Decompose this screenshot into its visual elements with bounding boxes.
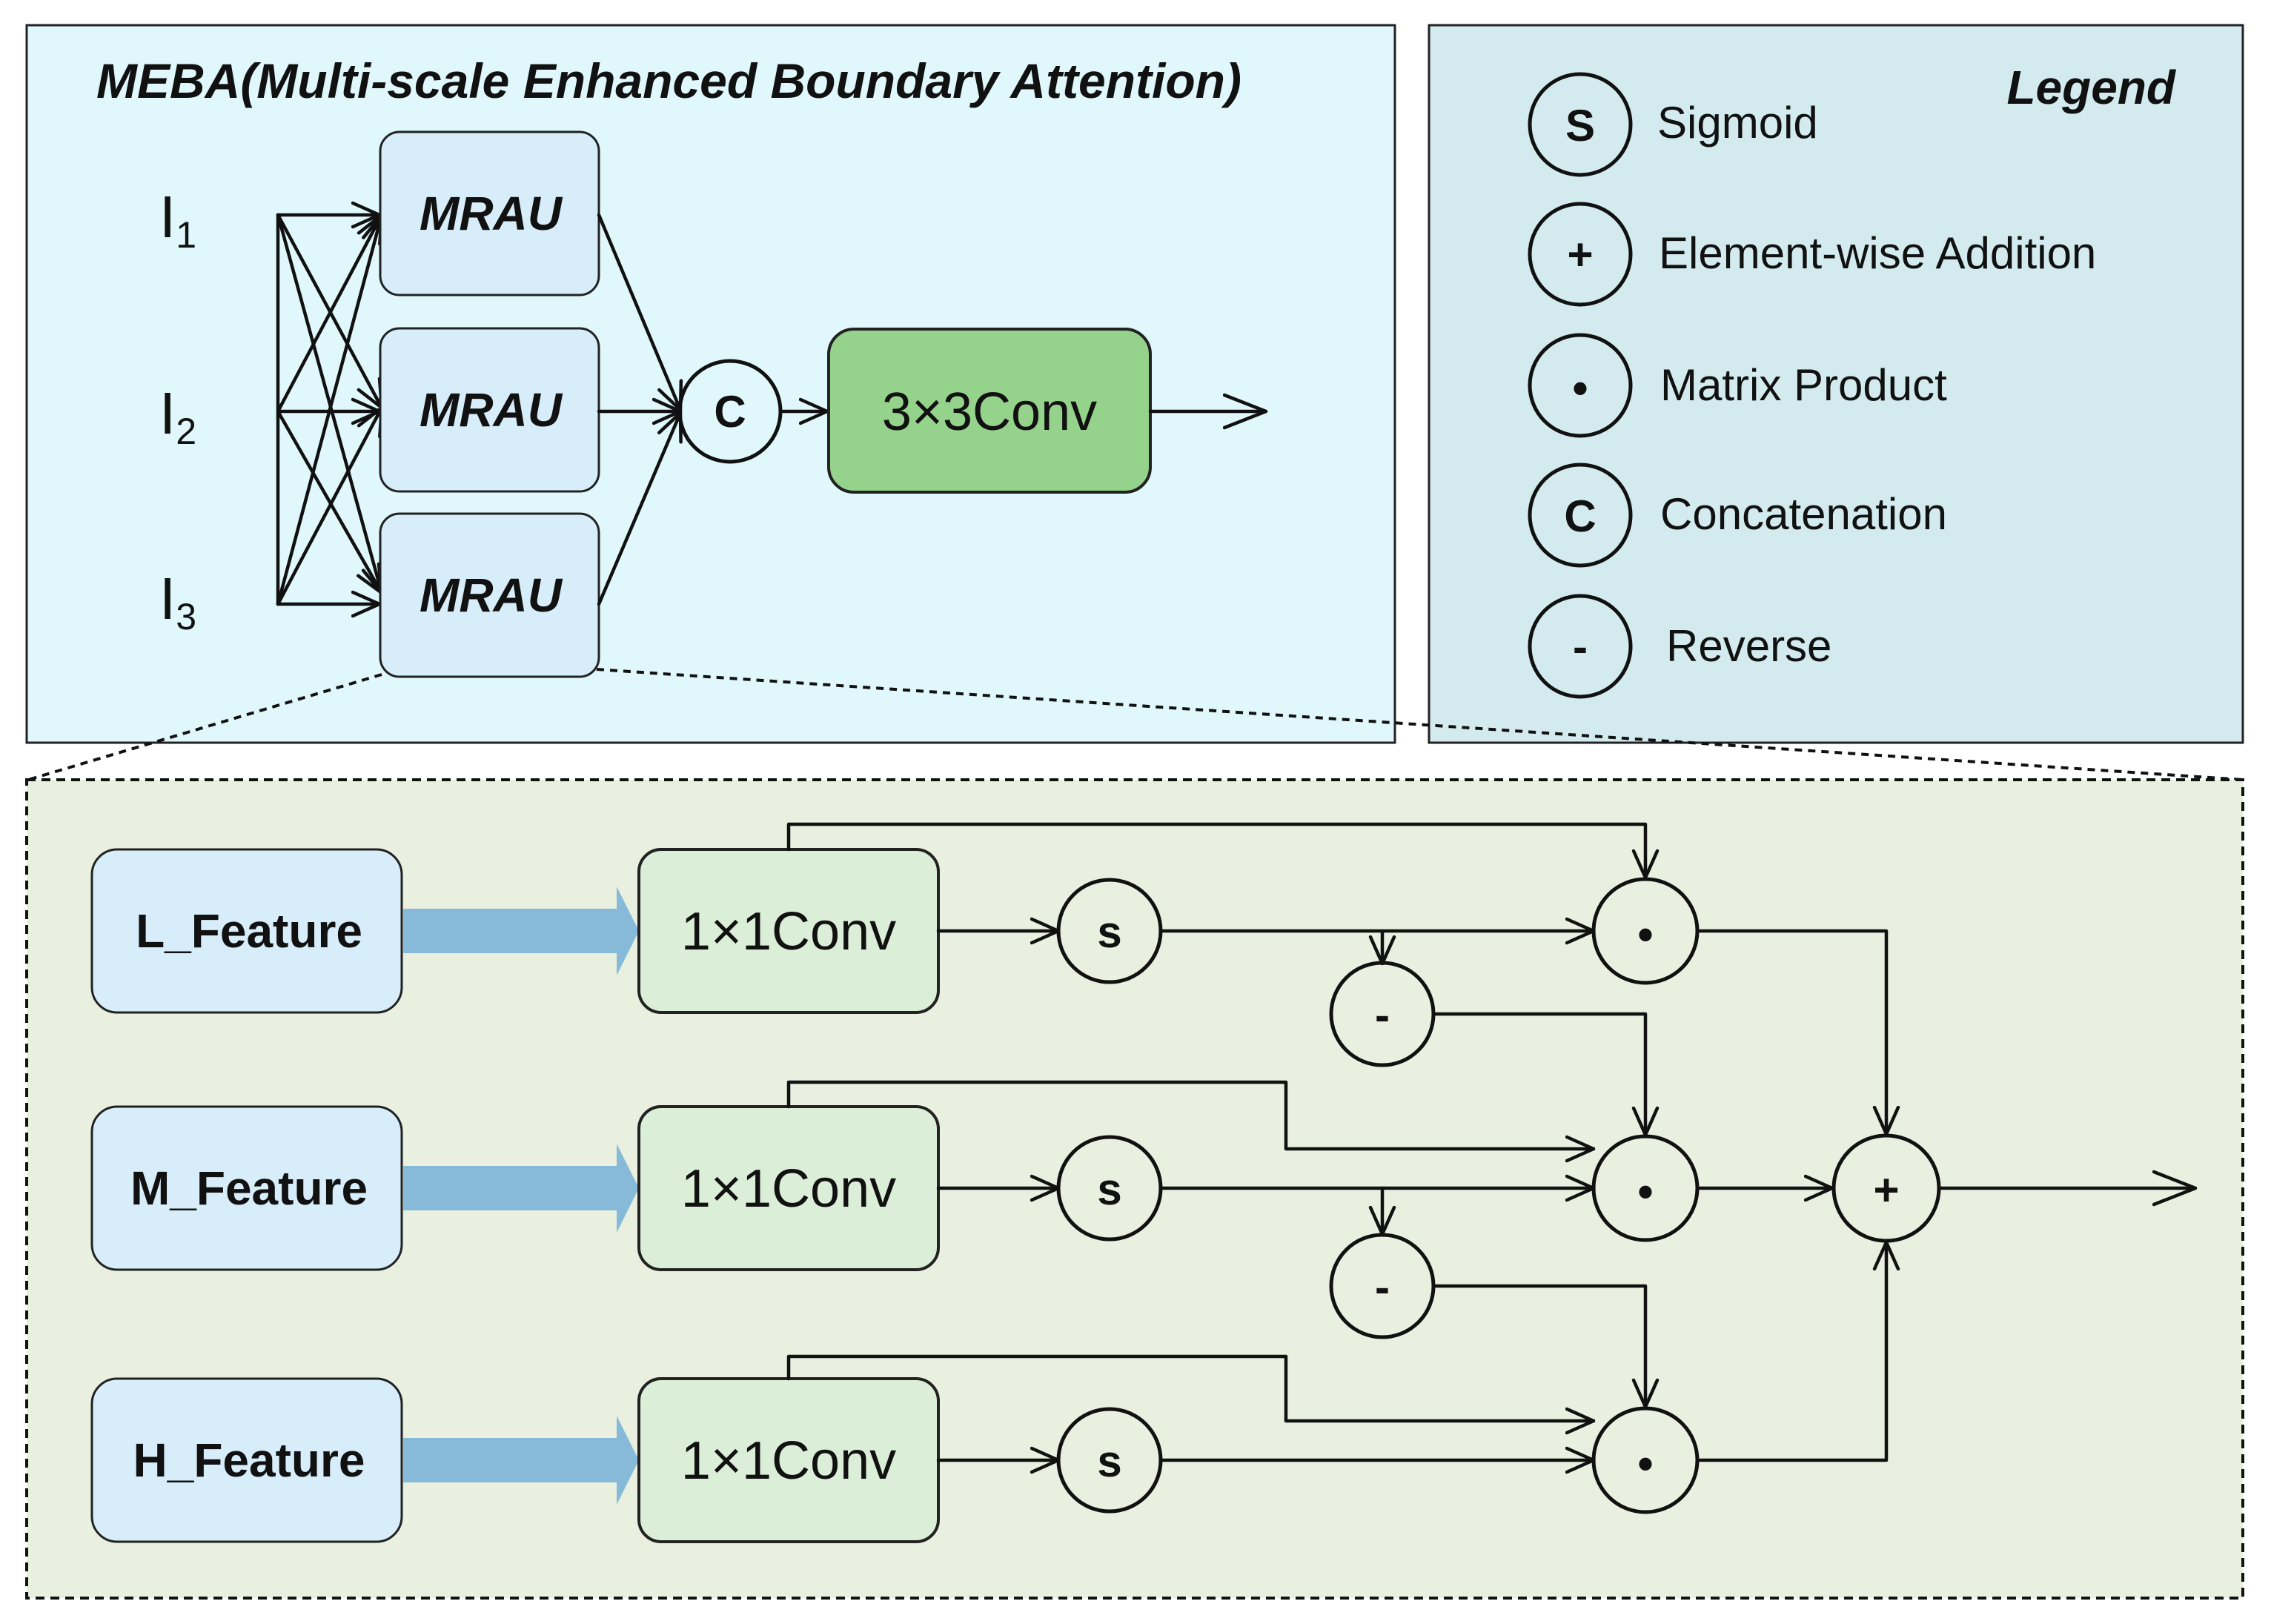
meba-title: MEBA(Multi-scale Enhanced Boundary Atten…	[96, 53, 1241, 108]
dot-icon: •	[1572, 363, 1588, 413]
legend-item-reverse: - Reverse	[1528, 594, 1831, 699]
input-label-2: I2	[159, 380, 196, 452]
mrau-to-concat-arrows	[597, 213, 680, 606]
reverse-to-product-arrows	[1431, 1012, 1645, 1409]
concat-symbol: C	[714, 387, 746, 437]
sigmoid-symbol: s	[1097, 907, 1121, 957]
meba-panel-background	[25, 24, 1396, 744]
mrau-label: MRAU	[420, 383, 563, 437]
legend-label: Matrix Product	[1660, 360, 1947, 410]
skip-connections	[786, 822, 1645, 1421]
legend-item-concatenation: C Concatenation	[1528, 463, 1947, 568]
legend-label: Sigmoid	[1657, 98, 1818, 148]
feature-label: H_Feature	[133, 1434, 365, 1487]
input-fan-arrows	[276, 215, 382, 604]
legend-title: Legend	[2006, 61, 2176, 114]
product-to-add-arrows	[1695, 929, 1886, 1462]
reverse-symbol: -	[1375, 1262, 1390, 1312]
legend-label: Reverse	[1666, 621, 1831, 671]
input-label-3: I3	[159, 566, 196, 637]
mrau-label: MRAU	[420, 187, 563, 240]
conv1x1-label: 1×1Conv	[681, 902, 896, 961]
feature-box-mid: M_Feature	[90, 1105, 403, 1271]
addition-node: +	[1831, 1133, 1941, 1243]
legend-label: Element-wise Addition	[1659, 228, 2096, 278]
legend-item-matrix-product: • Matrix Product	[1528, 333, 1947, 438]
sigmoid-to-product-arrows	[1158, 931, 1596, 1460]
legend-background	[1428, 24, 2244, 744]
sigmoid-symbol: s	[1097, 1164, 1121, 1214]
meba-panel: MEBA(Multi-scale Enhanced Boundary Atten…	[25, 24, 1396, 744]
product-symbol: •	[1637, 1439, 1653, 1488]
legend-label: Concatenation	[1660, 489, 1947, 539]
mrau-box-1: MRAU	[379, 130, 600, 296]
conv1x1-box-mid: 1×1Conv	[637, 1105, 940, 1271]
conv3x3-box: 3×3Conv	[827, 328, 1152, 494]
concat-icon: C	[1564, 491, 1596, 541]
plus-icon: +	[1567, 230, 1593, 279]
legend-panel: Legend S Sigmoid + Element-wise Addition…	[1428, 24, 2244, 744]
conv1x1-box-high: 1×1Conv	[637, 1377, 940, 1543]
legend-item-addition: + Element-wise Addition	[1528, 202, 2096, 307]
reverse-symbol: -	[1375, 990, 1390, 1040]
input-label-1: I1	[159, 184, 196, 256]
conv-to-sigmoid-arrows	[936, 931, 1061, 1460]
conv1x1-box-low: 1×1Conv	[637, 848, 940, 1014]
add-symbol: +	[1873, 1165, 1899, 1215]
feature-label: L_Feature	[136, 904, 362, 958]
feature-box-low: L_Feature	[90, 848, 403, 1014]
conv3x3-label: 3×3Conv	[882, 382, 1097, 442]
sigmoid-icon: S	[1565, 101, 1595, 150]
legend-item-sigmoid: S Sigmoid	[1528, 72, 1818, 177]
feature-box-high: H_Feature	[90, 1377, 403, 1543]
product-symbol: •	[1637, 1167, 1653, 1216]
mrau-box-2: MRAU	[379, 327, 600, 493]
mrau-label: MRAU	[420, 569, 563, 622]
minus-icon: -	[1573, 622, 1588, 672]
zoom-connector-lines	[27, 668, 2244, 781]
product-symbol: •	[1637, 909, 1653, 959]
feature-label: M_Feature	[130, 1161, 368, 1215]
conv1x1-label: 1×1Conv	[681, 1431, 896, 1491]
mrau-box-3: MRAU	[379, 512, 600, 678]
conv1x1-label: 1×1Conv	[681, 1159, 896, 1219]
mrau-detail-panel: L_Feature M_Feature H_Feature 1×1Conv 1×…	[25, 778, 2244, 1600]
sigmoid-symbol: s	[1097, 1436, 1121, 1486]
thick-feature-arrows	[403, 886, 639, 1505]
